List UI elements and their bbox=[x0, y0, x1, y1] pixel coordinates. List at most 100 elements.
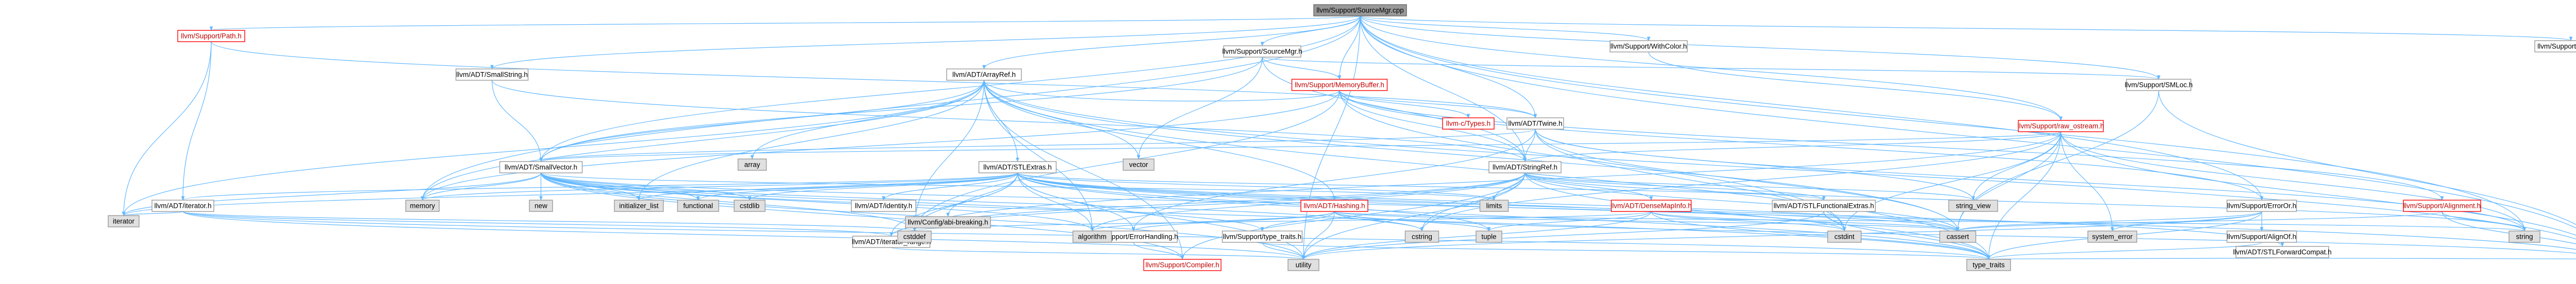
node-typetraits-label: llvm/Support/type_traits.h bbox=[1223, 233, 1301, 241]
node-smallstring-label: llvm/ADT/SmallString.h bbox=[456, 71, 528, 79]
node-systemerror-box bbox=[2087, 230, 2138, 243]
edge-typetraits-to-utility bbox=[1262, 242, 1306, 260]
node-root-box bbox=[1313, 4, 1407, 16]
node-hashing[interactable]: llvm/ADT/Hashing.h bbox=[1300, 200, 1368, 212]
node-typetraits[interactable]: llvm/Support/type_traits.h bbox=[1222, 230, 1303, 243]
node-locale[interactable]: llvm/Support/Locale.h bbox=[2534, 40, 2576, 52]
edge-arrayref-to-vector bbox=[984, 80, 1141, 159]
edge-arrayref-to-compiler bbox=[984, 80, 1184, 260]
edge-smallvector-to-memory bbox=[420, 172, 541, 201]
node-smallvector-box bbox=[499, 161, 583, 173]
node-iterator-label: llvm/ADT/iterator.h bbox=[154, 202, 211, 210]
edge-rawostream-to-stringref bbox=[1523, 131, 2061, 162]
edge-sourcemgr-to-smallvector bbox=[539, 57, 1263, 162]
node-tuple-label: tuple bbox=[1481, 233, 1496, 241]
node-stlextras[interactable]: llvm/ADT/STLExtras.h bbox=[978, 161, 1057, 173]
node-membuf-box bbox=[1291, 79, 1388, 91]
edge-membuf-to-ctypes bbox=[1339, 90, 1470, 118]
edge-stlextras-to-stlfunc bbox=[1017, 172, 1825, 201]
node-rawostream[interactable]: llvm/Support/raw_ostream.h bbox=[2018, 120, 2104, 132]
node-sourcemgr-box bbox=[1223, 45, 1301, 58]
node-vector: vector bbox=[1123, 158, 1155, 171]
node-utility-box bbox=[1287, 259, 1319, 271]
node-membuf-label: llvm/Support/MemoryBuffer.h bbox=[1295, 81, 1384, 89]
node-cstdint: cstdint bbox=[1827, 230, 1862, 243]
node-stringview: string_view bbox=[1948, 200, 1998, 212]
node-layer: llvm/Support/SourceMgr.cpp llvm/Support/P… bbox=[108, 4, 2576, 271]
node-ctypes[interactable]: llvm-c/Types.h bbox=[1442, 117, 1495, 130]
node-alignment-label: llvm/Support/Alignment.h bbox=[2403, 202, 2481, 210]
node-erroror[interactable]: llvm/Support/ErrorOr.h bbox=[2226, 200, 2297, 212]
node-cstdlib-box bbox=[734, 200, 766, 212]
node-arrayref-box bbox=[946, 68, 1022, 81]
edge-path-to-iteratorstd bbox=[122, 41, 212, 216]
node-functional-label: functional bbox=[683, 202, 713, 210]
node-cstring: cstring bbox=[1404, 230, 1439, 243]
edge-smallvector-to-cstdlib bbox=[540, 172, 752, 201]
edge-root-to-twine bbox=[1360, 15, 1537, 118]
edge-rawostream-to-cstddef bbox=[912, 131, 2061, 232]
edge-smloc-to-optional bbox=[2158, 90, 2576, 225]
node-limits-label: limits bbox=[1486, 202, 1502, 210]
edge-rawostream-to-optional bbox=[2060, 131, 2576, 236]
node-cassert-box bbox=[1939, 230, 1976, 243]
node-alignment[interactable]: llvm/Support/Alignment.h bbox=[2403, 200, 2481, 212]
edge-stlextras-to-abi bbox=[946, 172, 1018, 217]
node-new-box bbox=[529, 200, 553, 212]
node-compiler[interactable]: llvm/Support/Compiler.h bbox=[1143, 259, 1222, 271]
node-cstdint-label: cstdint bbox=[1834, 233, 1854, 241]
edge-layer bbox=[122, 15, 2576, 260]
edge-iterrange-to-utility bbox=[891, 247, 1305, 260]
node-array-label: array bbox=[744, 161, 760, 169]
node-identity[interactable]: llvm/ADT/identity.h bbox=[851, 200, 917, 212]
edge-hashing-to-algorithm bbox=[1090, 211, 1335, 232]
node-twine[interactable]: llvm/ADT/Twine.h bbox=[1506, 117, 1564, 130]
node-tuple: tuple bbox=[1476, 230, 1502, 243]
node-iterator-box bbox=[151, 200, 214, 212]
node-iteratorstd: iterator bbox=[108, 215, 140, 227]
node-densemapinfo[interactable]: llvm/ADT/DenseMapInfo.h bbox=[1611, 200, 1692, 212]
edge-smallstring-to-smallvector bbox=[492, 80, 543, 162]
edge-hashing-to-cstring bbox=[1334, 211, 1424, 232]
edge-root-to-erroror bbox=[1360, 15, 2264, 201]
node-stlforward[interactable]: llvm/ADT/STLForwardCompat.h bbox=[2233, 246, 2332, 258]
node-twine-label: llvm/ADT/Twine.h bbox=[1508, 120, 1562, 128]
node-iterator[interactable]: llvm/ADT/iterator.h bbox=[151, 200, 214, 212]
node-iteratorstd-label: iterator bbox=[113, 218, 135, 225]
node-abi-box bbox=[905, 216, 991, 228]
node-stlforward-box bbox=[2235, 246, 2329, 258]
node-membuf[interactable]: llvm/Support/MemoryBuffer.h bbox=[1291, 79, 1388, 91]
edge-membuf-to-alignment bbox=[1339, 90, 2444, 201]
node-smloc[interactable]: llvm/Support/SMLoc.h bbox=[2125, 79, 2193, 91]
node-smallstring[interactable]: llvm/ADT/SmallString.h bbox=[455, 68, 529, 81]
node-sourcemgr[interactable]: llvm/Support/SourceMgr.h bbox=[1222, 45, 1302, 58]
node-string-box bbox=[2509, 230, 2540, 243]
edge-alignment-to-cassert bbox=[1956, 211, 2443, 232]
edge-densemapinfo-to-cstdint bbox=[1651, 211, 1846, 232]
edge-stlextras-to-limits bbox=[1017, 172, 1496, 201]
edge-twine-to-cassert bbox=[1535, 129, 1960, 232]
edge-iterator-to-cstddef bbox=[182, 211, 916, 232]
node-path[interactable]: llvm/Support/Path.h bbox=[177, 30, 245, 42]
edge-erroror-to-utility bbox=[1301, 211, 2262, 260]
node-stringref-box bbox=[1488, 161, 1562, 173]
edge-membuf-to-stringref bbox=[1339, 90, 1527, 162]
node-alignof[interactable]: llvm/Support/AlignOf.h bbox=[2226, 230, 2297, 243]
node-compiler-box bbox=[1143, 259, 1222, 271]
edge-sourcemgr-to-vector bbox=[1137, 57, 1263, 159]
node-arrayref[interactable]: llvm/ADT/ArrayRef.h bbox=[946, 68, 1022, 81]
edge-stlfunc-to-typetraitsstd bbox=[1823, 211, 1991, 260]
edge-arrayref-to-hashing bbox=[984, 80, 1336, 201]
edge-sourcemgr-to-smloc bbox=[1262, 57, 2160, 80]
node-withcolor[interactable]: llvm/Support/WithColor.h bbox=[1609, 40, 1688, 52]
node-root[interactable]: llvm/Support/SourceMgr.cpp bbox=[1313, 4, 1407, 16]
node-stlfunc[interactable]: llvm/ADT/STLFunctionalExtras.h bbox=[1772, 200, 1876, 212]
edge-stlextras-to-cstdlib bbox=[748, 172, 1018, 201]
node-stringref[interactable]: llvm/ADT/StringRef.h bbox=[1488, 161, 1562, 173]
edge-arrayref-to-cstddef bbox=[912, 80, 985, 232]
node-smallvector[interactable]: llvm/ADT/SmallVector.h bbox=[499, 161, 583, 173]
node-iteratorstd-box bbox=[108, 215, 140, 227]
edge-errhandling-to-compiler bbox=[1133, 242, 1184, 260]
node-stringref-label: llvm/ADT/StringRef.h bbox=[1493, 164, 1557, 171]
node-abi: llvm/Config/abi-breaking.h bbox=[905, 216, 991, 228]
